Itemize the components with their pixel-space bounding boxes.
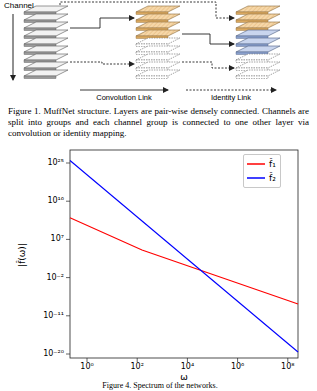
figure-caption: Figure 4. Spectrum of the networks. [102,381,217,390]
figure-caption: Figure 1. MuffNet structure. Layers are … [8,106,309,138]
axis-title: ω [180,372,188,382]
legend-label: Identity Link [211,94,251,103]
legend-row: f̂₂ [247,171,276,185]
tick-label: 10²⁵ [47,158,64,167]
tick-label: 10¹⁶ [47,197,64,206]
legend-row: f̂₁ [247,157,276,171]
tick-label: 10² [130,362,143,371]
tick-label: 10⁷ [51,235,64,244]
legend-label: Convolution Link [96,94,151,103]
tick-label: 10⁻¹¹ [43,311,64,320]
tick-label: 10⁻² [46,273,64,282]
legend-swatch [247,174,265,182]
tick-label: 10⁴ [181,362,194,371]
tick-label: 10⁻²⁰ [43,349,64,358]
axis-title: |f̂(ω)| [17,243,27,267]
tick-label: 10⁶ [231,362,244,371]
legend-label: f̂₂ [269,173,276,183]
axis-label: Channel [4,1,34,10]
legend-label: f̂₁ [269,159,276,169]
legend-box: f̂₁ f̂₂ [243,154,281,188]
tick-label: 10⁸ [281,362,294,371]
tick-label: 10⁰ [80,362,93,371]
legend-swatch [247,160,265,168]
